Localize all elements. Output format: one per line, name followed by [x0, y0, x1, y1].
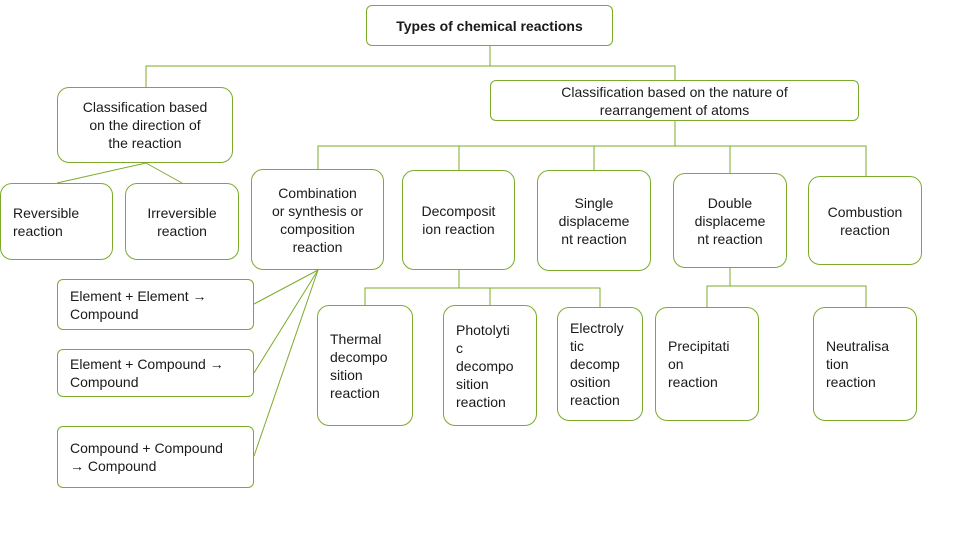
decomposition-reaction-node: Decomposit ion reaction	[402, 170, 515, 270]
connector-root-right	[490, 65, 676, 80]
combination-reaction-node: Combination or synthesis or composition …	[251, 169, 384, 270]
connector-root-left	[145, 46, 491, 87]
connector-combination-type-3	[253, 269, 319, 457]
combination-type-element-element: Element + Element → Compound	[57, 279, 254, 330]
precipitation-reaction-node: Precipitati on reaction	[655, 307, 759, 421]
connector-double-neutralisation	[730, 285, 867, 307]
connector-direction-reversible	[56, 162, 147, 184]
connector-direction-irreversible	[145, 162, 183, 184]
combination-type-compound-compound: Compound + Compound → Compound	[57, 426, 254, 488]
combination-type-element-compound: Element + Compound → Compound	[57, 349, 254, 397]
double-displacement-node: Double displaceme nt reaction	[673, 173, 787, 268]
root-node: Types of chemical reactions	[366, 5, 613, 46]
connector-combination-type-2	[253, 269, 319, 374]
single-displacement-node: Single displaceme nt reaction	[537, 170, 651, 271]
classification-direction-node: Classification based on the direction of…	[57, 87, 233, 163]
irreversible-reaction-node: Irreversible reaction	[125, 183, 239, 260]
connector-nature-double-combustion	[675, 145, 867, 176]
electrolytic-decomposition-node: Electroly tic decomp osition reaction	[557, 307, 643, 421]
connector-nature-bus	[317, 121, 676, 169]
connector-combination-type-1	[253, 269, 319, 305]
connector-decomposition-bus	[364, 270, 460, 305]
connector-decomposition-electrolytic	[459, 287, 601, 307]
thermal-decomposition-node: Thermal decompo sition reaction	[317, 305, 413, 426]
connector-double-bus	[706, 268, 731, 307]
classification-nature-node: Classification based on the nature of re…	[490, 80, 859, 121]
reversible-reaction-node: Reversible reaction	[0, 183, 113, 260]
combustion-reaction-node: Combustion reaction	[808, 176, 922, 265]
photolytic-decomposition-node: Photolyti c decompo sition reaction	[443, 305, 537, 426]
neutralisation-reaction-node: Neutralisa tion reaction	[813, 307, 917, 421]
